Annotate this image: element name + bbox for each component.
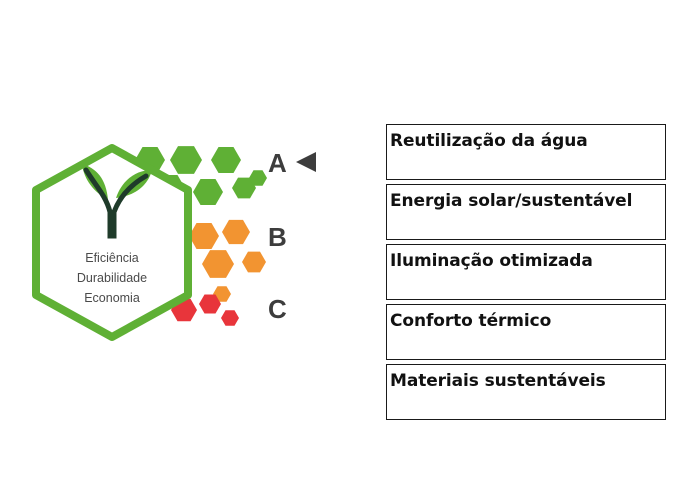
rating-hex-cell <box>211 147 241 173</box>
feature-water-reuse: Reutilização da água <box>386 124 666 180</box>
rating-hex-cell <box>242 251 266 273</box>
rating-hex-cell <box>199 294 221 314</box>
rating-hex-cell <box>249 170 267 186</box>
rating-hex-cell <box>232 177 256 199</box>
rating-hex-cell <box>189 223 219 249</box>
selected-grade-pointer-icon <box>296 152 316 172</box>
rating-hex-cell <box>222 219 250 245</box>
main-hexagon-frame <box>32 144 192 341</box>
rating-hex-cell <box>221 310 239 326</box>
rating-hex-cell <box>202 250 234 278</box>
rating-hex-cell <box>193 179 223 205</box>
motto-line-economy: Economia <box>84 291 140 305</box>
feature-thermal-comfort: Conforto térmico <box>386 304 666 360</box>
feature-sustainable-materials: Materiais sustentáveis <box>386 364 666 420</box>
motto-line-durability: Durabilidade <box>77 271 147 285</box>
feature-optimized-lighting: Iluminação otimizada <box>386 244 666 300</box>
sustainability-feature-list: Reutilização da água Energia solar/suste… <box>386 124 668 424</box>
grade-label-a: A <box>268 148 287 178</box>
rating-hex-cell <box>170 146 202 174</box>
leaf-sprout-icon <box>82 164 152 239</box>
grade-label-b: B <box>268 222 287 252</box>
rating-hex-cell <box>213 286 231 302</box>
efficiency-badge: Eficiência Durabilidade Economia A B C <box>32 144 316 341</box>
feature-solar-energy: Energia solar/sustentável <box>386 184 666 240</box>
motto-line-efficiency: Eficiência <box>85 251 139 265</box>
grade-label-c: C <box>268 294 287 324</box>
